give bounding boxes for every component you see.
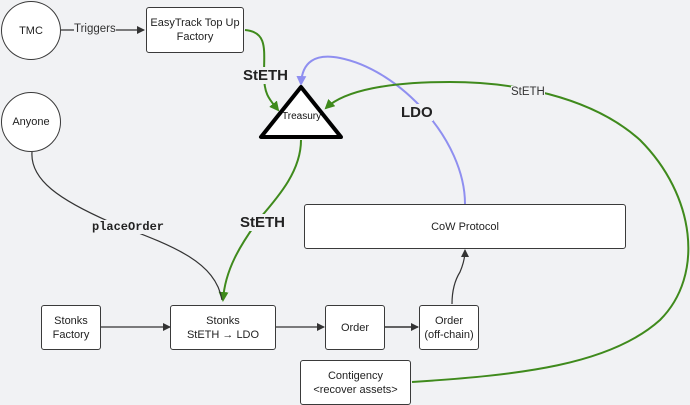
stonks-line1: Stonks	[206, 314, 240, 327]
edge-offchain-cow	[451, 249, 469, 305]
node-stonks-factory[interactable]: Stonks Factory	[41, 305, 101, 350]
edge-label-triggers: Triggers	[74, 23, 116, 35]
edge-label-ldo: LDO	[401, 104, 433, 121]
node-order-offchain[interactable]: Order (off-chain)	[419, 305, 479, 350]
cow-protocol-label: CoW Protocol	[431, 220, 499, 233]
contingency-line1: Contigency	[327, 369, 384, 382]
edge-ldo-cow-treasury	[296, 55, 466, 205]
edge-steth-contingency-treasury	[324, 80, 690, 383]
node-anyone[interactable]: Anyone	[1, 92, 61, 152]
contingency-line2: <recover assets>	[313, 383, 398, 396]
treasury-label: Treasury	[282, 111, 322, 122]
node-tmc[interactable]: TMC	[1, 1, 61, 60]
node-contingency[interactable]: Contigency <recover assets>	[300, 360, 411, 405]
stonks-factory-line2: Factory	[52, 328, 90, 341]
treasury-triangle[interactable]	[259, 85, 343, 139]
easytrack-line2: Factory	[176, 31, 214, 43]
node-easytrack-factory[interactable]: EasyTrack Top Up Factory	[146, 7, 244, 53]
order-label: Order	[340, 321, 370, 334]
node-stonks[interactable]: Stonks StETH → LDO	[170, 305, 276, 350]
node-anyone-label: Anyone	[12, 116, 50, 128]
stonks-line2: StETH → LDO	[186, 328, 260, 341]
node-order[interactable]: Order	[325, 305, 385, 350]
node-cow-protocol[interactable]: CoW Protocol	[304, 204, 626, 249]
stonks-factory-line1: Stonks	[54, 314, 88, 327]
edge-label-steth-easytrack: StETH	[243, 67, 288, 84]
edge-label-place-order: placeOrder	[92, 220, 165, 234]
easytrack-line1: EasyTrack Top Up	[150, 17, 240, 29]
order-offchain-line1: Order	[434, 314, 464, 327]
edge-label-steth-treasury-stonks: StETH	[240, 214, 285, 231]
order-offchain-line2: (off-chain)	[424, 328, 474, 341]
node-tmc-label: TMC	[19, 24, 43, 37]
edge-label-steth-contingency: StETH	[511, 86, 545, 98]
